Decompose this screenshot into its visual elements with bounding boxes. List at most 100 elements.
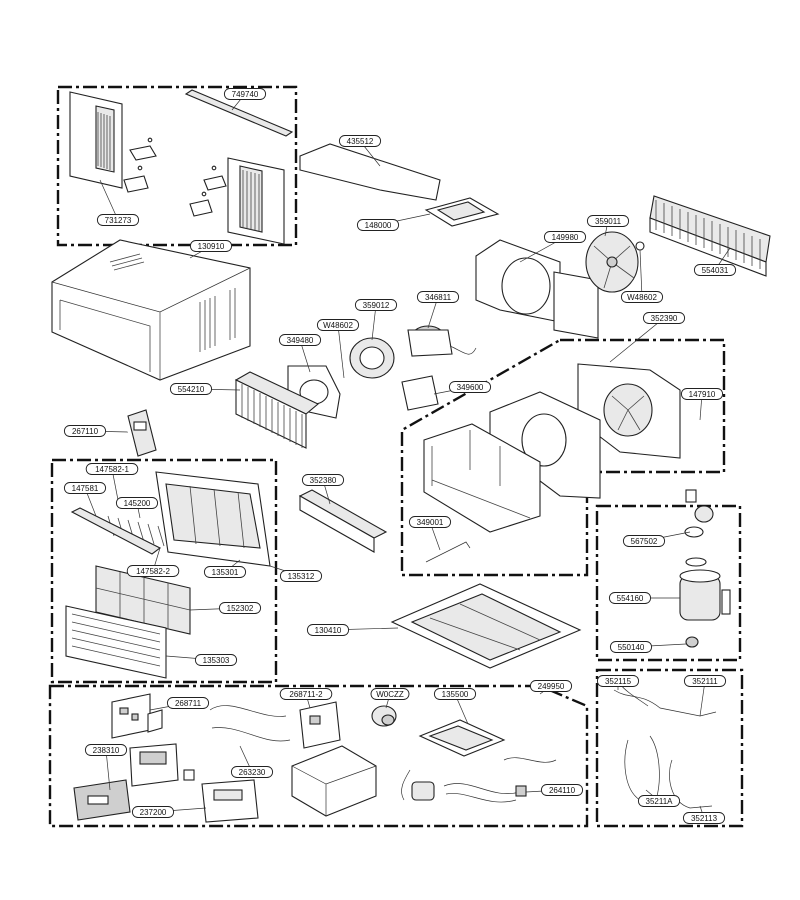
part-label-550140: 550140 <box>609 641 687 653</box>
label-oval <box>278 334 322 346</box>
mounting-brackets <box>123 137 227 217</box>
leader-line <box>609 317 665 363</box>
part-number-text: 147910 <box>689 390 716 399</box>
remote-control <box>127 409 157 457</box>
label-oval <box>301 474 345 486</box>
part-label-w0czz: W0CZZ <box>370 688 410 709</box>
part-label-w48602a: W48602 <box>620 249 664 303</box>
part-number-text: 249950 <box>538 682 565 691</box>
part-label-554160: 554160 <box>608 592 680 604</box>
control-box <box>291 745 377 817</box>
label-oval <box>596 675 640 687</box>
leader-line <box>639 249 643 298</box>
label-oval <box>586 215 630 227</box>
label-oval <box>356 219 400 231</box>
part-number-text: 145200 <box>124 499 151 508</box>
label-oval <box>448 381 492 393</box>
part-label-268711-2: 268711-2 <box>279 688 333 709</box>
part-label-352111: 352111 <box>683 675 727 717</box>
capacitor <box>371 705 397 727</box>
blower-wheel <box>349 337 395 379</box>
label-oval <box>540 784 584 796</box>
label-oval <box>682 812 726 824</box>
frame-fan-group <box>400 338 726 577</box>
part-label-249950: 249950 <box>529 680 573 695</box>
part-number-text: 268711-2 <box>289 690 323 699</box>
condenser-coil <box>649 195 771 277</box>
label-oval <box>84 744 128 756</box>
part-number-text: 149980 <box>552 233 579 242</box>
part-number-text: 147581 <box>72 484 99 493</box>
part-label-238310: 238310 <box>84 744 128 791</box>
bracket-plate <box>424 197 500 227</box>
side-curtain-right <box>227 157 285 245</box>
part-label-352115: 352115 <box>596 675 640 690</box>
part-label-135301: 135301 <box>203 559 247 578</box>
part-number-text: 268711 <box>175 699 202 708</box>
part-number-text: 550140 <box>618 643 645 652</box>
leader-line <box>337 324 345 379</box>
part-number-text: 554160 <box>617 594 644 603</box>
part-number-text: 35211A <box>646 797 674 806</box>
label-oval <box>223 88 267 100</box>
part-label-731273: 731273 <box>96 179 140 226</box>
part-number-text: 349600 <box>457 383 484 392</box>
top-rail <box>184 89 294 137</box>
label-oval <box>620 291 664 303</box>
pcb-main <box>111 693 163 739</box>
frame-piping-group <box>595 668 744 828</box>
label-oval <box>693 264 737 276</box>
part-label-147582-1: 147582-1 <box>85 463 139 501</box>
label-oval <box>608 592 652 604</box>
part-number-text: 352113 <box>691 814 718 823</box>
part-number-text: 264110 <box>549 786 576 795</box>
fan-motor <box>407 325 477 357</box>
part-number-text: 749740 <box>232 90 259 99</box>
frame-electrical-group <box>48 684 589 828</box>
part-label-554210: 554210 <box>169 383 241 395</box>
label-oval <box>306 624 350 636</box>
part-number-text: 349001 <box>417 518 444 527</box>
part-label-130410: 130410 <box>306 624 399 636</box>
part-label-349600: 349600 <box>433 381 492 395</box>
part-label-263230: 263230 <box>230 745 274 778</box>
part-number-text: 237200 <box>140 808 167 817</box>
part-label-267110: 267110 <box>63 425 129 437</box>
part-label-147582-2: 147582-2 <box>126 547 180 577</box>
label-oval <box>96 214 140 226</box>
control-cover <box>298 489 388 553</box>
part-label-352380: 352380 <box>301 474 345 505</box>
part-label-349001: 349001 <box>408 516 452 551</box>
part-label-749740: 749740 <box>223 88 267 111</box>
label-oval <box>279 688 333 700</box>
label-oval <box>189 240 233 252</box>
part-label-346811: 346811 <box>416 291 460 329</box>
part-number-text: W48602 <box>627 293 657 302</box>
louver-bar <box>70 507 162 555</box>
evaporator-housing <box>577 363 681 459</box>
part-label-359011: 359011 <box>586 215 630 237</box>
front-panel <box>155 471 271 567</box>
part-label-148000: 148000 <box>356 213 431 231</box>
part-number-text: W48602 <box>323 321 353 330</box>
part-label-237200: 237200 <box>131 806 207 818</box>
label-oval <box>166 697 210 709</box>
frame-top-left <box>56 85 298 247</box>
part-number-text: 238310 <box>93 746 120 755</box>
part-label-352390: 352390 <box>609 312 686 363</box>
evaporator-coil <box>234 371 320 449</box>
label-oval <box>433 688 477 700</box>
part-number-text: 352111 <box>692 677 718 686</box>
display-pcb <box>129 743 195 787</box>
part-number-text: 135500 <box>442 690 469 699</box>
part-number-text: 352115 <box>605 677 632 686</box>
part-number-text: 359011 <box>595 217 622 226</box>
shroud <box>475 239 599 339</box>
part-label-264110: 264110 <box>525 784 584 796</box>
part-number-text: 435512 <box>347 137 374 146</box>
part-label-567502: 567502 <box>622 531 691 547</box>
label-oval <box>126 565 180 577</box>
part-label-w48602b: W48602 <box>316 319 360 379</box>
capillary-tubes <box>613 683 717 809</box>
